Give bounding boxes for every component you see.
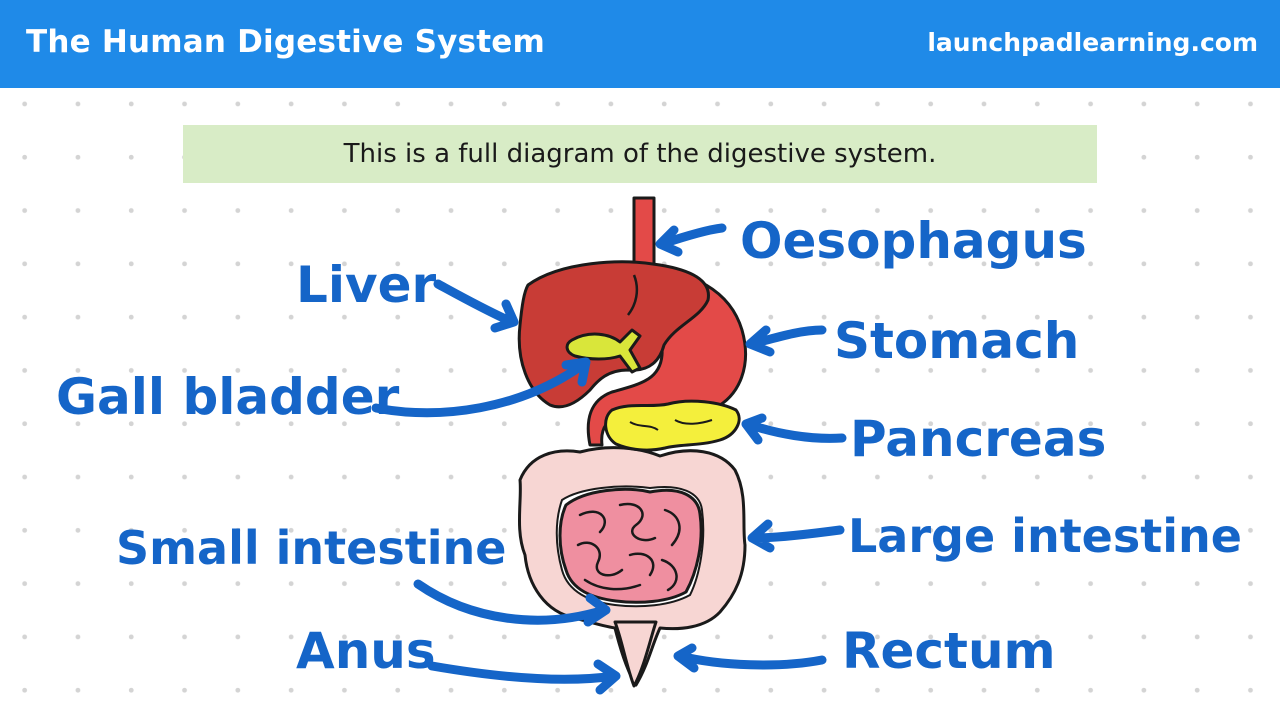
page-title: The Human Digestive System	[26, 24, 545, 60]
label-oesophagus: Oesophagus	[740, 212, 1087, 270]
arrow-rectum	[673, 643, 827, 673]
label-stomach: Stomach	[834, 312, 1079, 370]
arrow-oesophagus	[655, 223, 727, 257]
pancreas	[604, 399, 741, 452]
label-rectum: Rectum	[842, 622, 1056, 680]
label-large-intestine: Large intestine	[848, 509, 1242, 563]
arrow-anus	[427, 659, 621, 695]
label-small-intestine: Small intestine	[116, 521, 506, 575]
gall-bladder	[565, 328, 642, 374]
label-pancreas: Pancreas	[850, 410, 1106, 468]
pancreas-texture	[629, 419, 713, 431]
liver-lobe-line	[627, 274, 639, 316]
rectum	[613, 620, 658, 688]
label-liver: Liver	[296, 256, 437, 314]
header-bar: The Human Digestive System launchpadlear…	[0, 0, 1280, 88]
label-gall-bladder: Gall bladder	[56, 368, 400, 426]
site-link[interactable]: launchpadlearning.com	[927, 28, 1258, 57]
arrow-gall-bladder	[371, 357, 591, 418]
arrow-small-intestine	[413, 579, 611, 627]
caption-banner: This is a full diagram of the digestive …	[183, 125, 1097, 183]
arrow-liver	[433, 279, 519, 333]
arrow-large-intestine	[747, 519, 845, 553]
arrow-pancreas	[741, 413, 847, 445]
small-intestine	[558, 487, 703, 604]
small-intestine-folds	[576, 502, 681, 592]
arrow-stomach	[745, 325, 827, 357]
label-anus: Anus	[296, 622, 436, 680]
